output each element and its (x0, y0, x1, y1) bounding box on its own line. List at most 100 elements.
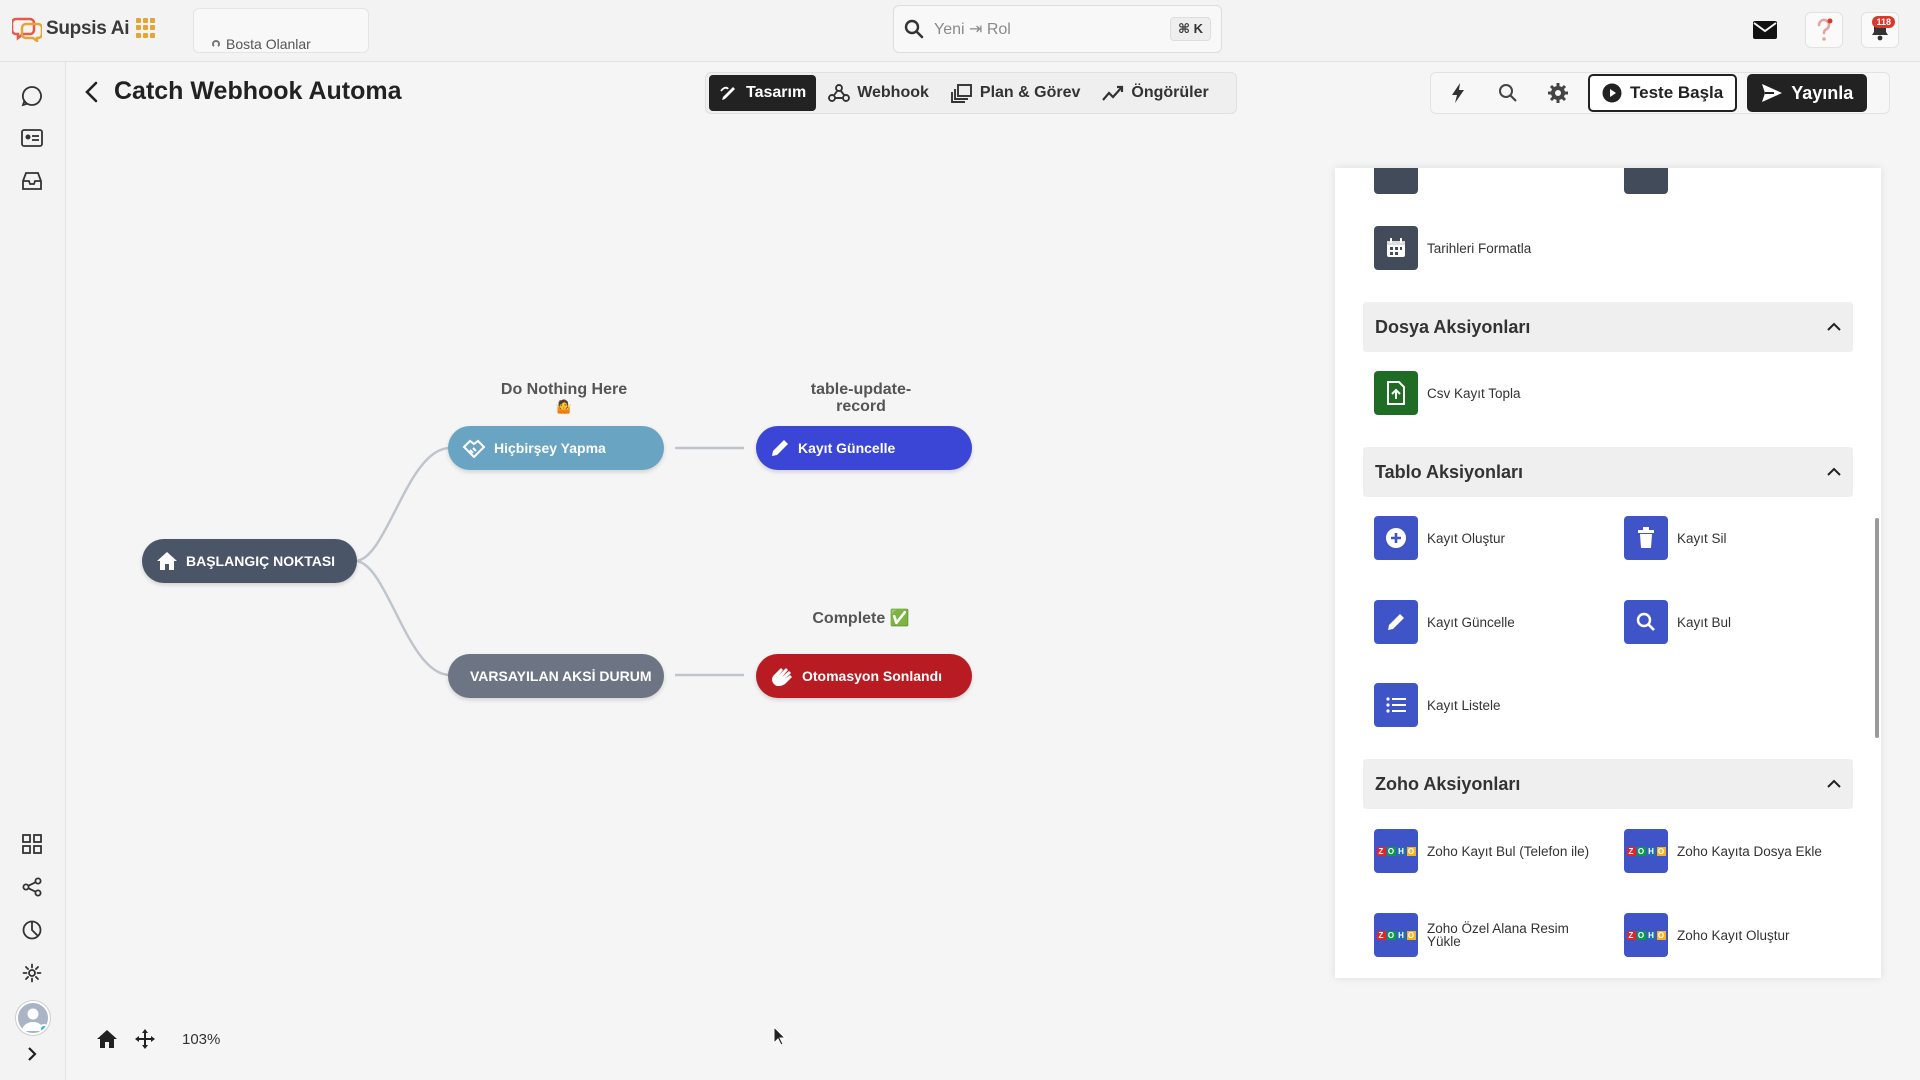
tab-insights[interactable]: Öngörüler (1092, 75, 1218, 111)
chevron-right-icon (28, 1047, 37, 1061)
search-icon (1499, 84, 1517, 102)
plus-circle-icon (1374, 516, 1418, 560)
brand-logo[interactable]: Supsis Ai (12, 16, 129, 42)
online-status-dot (39, 1024, 48, 1033)
pencil-icon (1374, 600, 1418, 644)
partial-action-icon[interactable] (1624, 168, 1668, 194)
chat-icon (21, 86, 42, 107)
insights-icon (1102, 85, 1124, 101)
action-create-record[interactable]: Kayıt Oluştur (1374, 516, 1604, 560)
gear-icon (22, 963, 42, 983)
branch-top-caption: Do Nothing Here 🤷 (479, 381, 649, 415)
mail-button[interactable] (1746, 12, 1784, 48)
brand-name: Supsis Ai (46, 18, 130, 39)
search-input[interactable]: Yeni ⇥ Rol ⌘ K (893, 5, 1222, 53)
default-branch-node[interactable]: VARSAYILAN AKSİ DURUM (448, 654, 664, 698)
list-icon (1374, 683, 1418, 727)
action-list-records[interactable]: Kayıt Listele (1374, 683, 1604, 727)
apps-grid-icon[interactable] (136, 18, 156, 38)
update-record-label: Kayıt Güncelle (798, 440, 896, 456)
share-nav[interactable] (18, 873, 46, 901)
webhook-icon (828, 84, 851, 102)
end-caption: Complete ✅ (812, 610, 910, 627)
back-arrow-icon[interactable] (84, 81, 100, 103)
settings-nav[interactable] (18, 959, 46, 987)
publish-button[interactable]: Yayınla (1747, 74, 1868, 112)
pan-move-icon[interactable] (134, 1028, 156, 1050)
trash-icon (1624, 516, 1668, 560)
page-header: Catch Webhook Automa (84, 77, 404, 106)
update-record-node[interactable]: Kayıt Güncelle (756, 426, 972, 470)
flow-canvas[interactable]: BAŞLANGIÇ NOKTASI Do Nothing Here 🤷 Hiçb… (67, 130, 1333, 1080)
panel-scrollbar[interactable] (1875, 518, 1879, 738)
section-file-actions[interactable]: Dosya Aksiyonları (1363, 302, 1853, 352)
do-nothing-node[interactable]: Hiçbirşey Yapma (448, 426, 664, 470)
expand-sidebar-button[interactable] (18, 1040, 46, 1068)
contacts-nav[interactable] (18, 124, 46, 152)
status-icon (212, 40, 220, 48)
action-update-record[interactable]: Kayıt Güncelle (1374, 600, 1604, 644)
actions-panel: Tarihleri Formatla Dosya Aksiyonları Csv… (1335, 168, 1881, 978)
search-placeholder: Yeni ⇥ Rol (934, 21, 1011, 38)
calendar-icon (1374, 226, 1418, 270)
search-icon (1624, 600, 1668, 644)
action-delete-record[interactable]: Kayıt Sil (1624, 516, 1854, 560)
flow-connectors (354, 446, 744, 677)
tab-webhook[interactable]: Webhook (818, 75, 939, 111)
plan-icon (950, 84, 972, 103)
tab-design[interactable]: Tasarım (709, 75, 817, 111)
section-zoho-actions[interactable]: Zoho Aksiyonları (1363, 759, 1853, 809)
reports-nav[interactable] (18, 916, 46, 944)
help-button[interactable] (1805, 12, 1843, 48)
flow-settings-button[interactable] (1534, 75, 1582, 111)
start-test-button[interactable]: Teste Başla (1588, 74, 1738, 112)
action-csv-collect[interactable]: Csv Kayıt Topla (1374, 371, 1604, 415)
user-avatar[interactable] (16, 1001, 50, 1035)
canvas-search-button[interactable] (1484, 75, 1532, 111)
chevron-up-icon (1827, 779, 1841, 788)
partial-action-icon[interactable] (1374, 168, 1418, 194)
home-icon[interactable] (96, 1029, 118, 1049)
notifications-button[interactable]: 118 (1861, 12, 1899, 48)
chevron-up-icon (1827, 467, 1841, 476)
action-find-record[interactable]: Kayıt Bul (1624, 600, 1854, 644)
help-icon (1817, 18, 1833, 41)
home-icon (157, 552, 177, 570)
end-automation-node[interactable]: Otomasyon Sonlandı (756, 654, 972, 698)
chat-nav[interactable] (18, 82, 46, 110)
contact-card-icon (21, 129, 43, 147)
play-icon (1602, 83, 1622, 103)
lightning-icon (1452, 83, 1464, 103)
file-upload-icon (1374, 371, 1418, 415)
dashboard-nav[interactable] (18, 830, 46, 858)
notification-count: 118 (1872, 16, 1895, 28)
tab-plan[interactable]: Plan & Görev (941, 75, 1090, 111)
logo-icon (12, 17, 42, 42)
action-format-dates[interactable]: Tarihleri Formatla (1374, 226, 1604, 270)
chevron-up-icon (1827, 322, 1841, 331)
inbox-nav[interactable] (18, 167, 46, 195)
user-icon (22, 1008, 44, 1031)
send-icon (1762, 84, 1783, 102)
section-table-actions[interactable]: Tablo Aksiyonları (1363, 447, 1853, 497)
mouse-cursor-icon (773, 1026, 787, 1046)
left-rail (0, 62, 66, 1080)
open-tab-label: Bosta Olanlar (226, 36, 311, 52)
gear-icon (1548, 83, 1568, 103)
end-automation-label: Otomasyon Sonlandı (802, 668, 943, 684)
start-node[interactable]: BAŞLANGIÇ NOKTASI (142, 539, 357, 583)
canvas-controls: 103% (96, 1028, 220, 1050)
pencil-icon (772, 440, 788, 456)
page-title: Catch Webhook Automa (114, 77, 402, 105)
trigger-button[interactable] (1434, 75, 1482, 111)
wave-hand-icon (772, 668, 792, 687)
mail-icon (1753, 21, 1777, 39)
open-tab[interactable]: Bosta Olanlar (193, 8, 369, 53)
